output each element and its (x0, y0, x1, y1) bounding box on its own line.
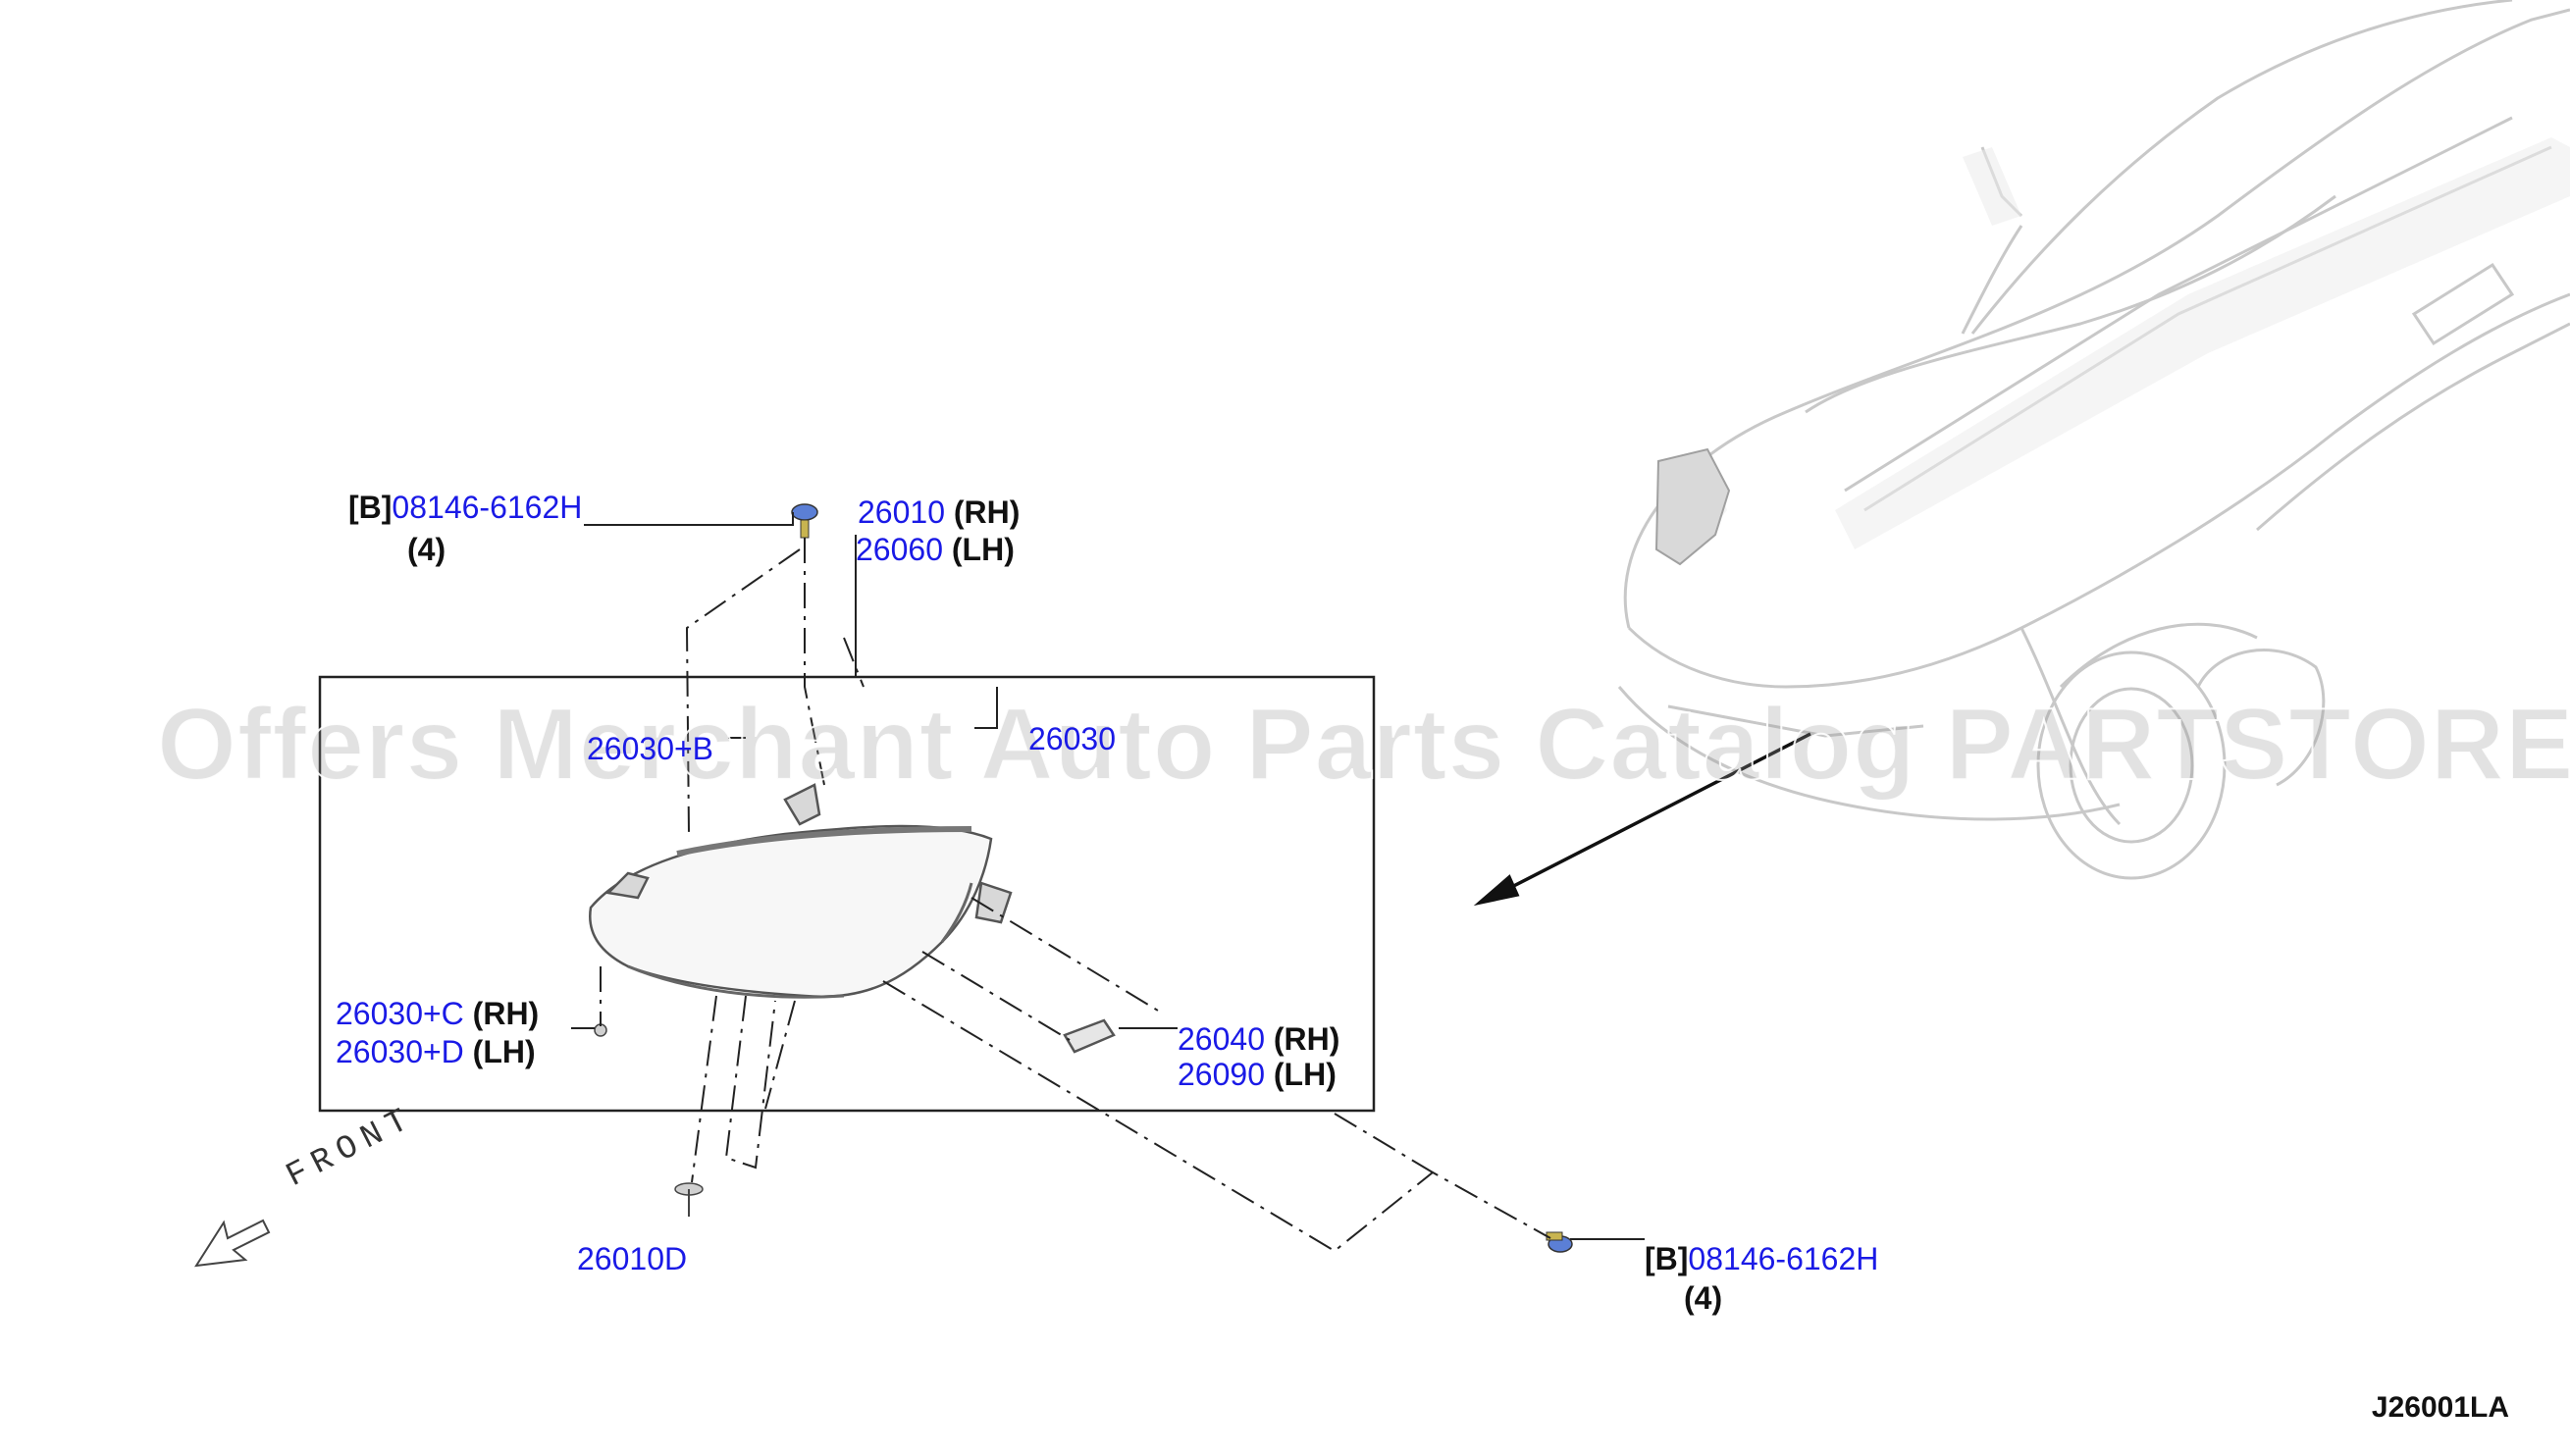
watermark: Offers Merchant Auto Parts Catalog PARTS… (156, 687, 2570, 803)
diagram-code: J26001LA (2371, 1391, 2509, 1424)
headlamp-assembly (589, 783, 1013, 999)
assembly-lines (600, 538, 1551, 1253)
headlight-highlight-on-vehicle (1654, 447, 1731, 566)
bottom-part-link[interactable]: 26010D (577, 1241, 688, 1276)
front-arrow (194, 1219, 271, 1268)
bolt-bottom-qty: (4) (1684, 1280, 1723, 1316)
bolt-top-part-link[interactable]: 08146-6162H (392, 490, 583, 525)
callout-housing-rh: 26010 (RH) (858, 495, 1020, 529)
bolt-top-tag: [B] (348, 490, 393, 525)
lower-left-rh-side: (RH) (472, 996, 540, 1031)
leader-lines (571, 512, 1645, 1240)
callout-bolt-top: [B]08146-6162H (348, 491, 582, 524)
callout-bottom: 26010D (577, 1242, 687, 1275)
callout-bolt-bottom: [B]08146-6162H (1645, 1242, 1878, 1275)
fastener-bottom (1546, 1231, 1573, 1253)
inner-right-part-link[interactable]: 26030 (1028, 721, 1116, 756)
screw-26010D (674, 1182, 704, 1217)
callout-housing-lh: 26060 (LH) (856, 533, 1015, 566)
callout-bracket-lh: 26090 (LH) (1178, 1058, 1337, 1091)
callout-lower-left-lh: 26030+D (LH) (336, 1035, 536, 1068)
bracket-rh-side: (RH) (1273, 1021, 1340, 1057)
bracket-lh-part-link[interactable]: 26090 (1178, 1057, 1265, 1092)
detail-pointer-arrow (1473, 732, 1811, 907)
callout-lower-left-rh: 26030+C (RH) (336, 997, 539, 1030)
bolt-bottom-part-link[interactable]: 08146-6162H (1688, 1241, 1879, 1276)
vehicle-shading (1658, 137, 2570, 559)
lower-left-lh-part-link[interactable]: 26030+D (336, 1034, 464, 1069)
housing-lh-side: (LH) (951, 532, 1015, 567)
lower-left-rh-part-link[interactable]: 26030+C (336, 996, 464, 1031)
fastener-top (791, 503, 818, 539)
detail-frame (318, 675, 1376, 1113)
callout-inner-left: 26030+B (587, 732, 713, 765)
bracket-rh-part-link[interactable]: 26040 (1178, 1021, 1265, 1057)
housing-lh-part-link[interactable]: 26060 (856, 532, 943, 567)
lower-left-lh-side: (LH) (472, 1034, 536, 1069)
housing-rh-side: (RH) (953, 494, 1021, 530)
housing-rh-part-link[interactable]: 26010 (858, 494, 945, 530)
bolt-bottom-tag: [B] (1645, 1241, 1689, 1276)
side-bracket (1063, 1018, 1116, 1054)
callout-bracket-rh: 26040 (RH) (1178, 1022, 1339, 1056)
inner-left-part-link[interactable]: 26030+B (587, 731, 714, 766)
callout-inner-right: 26030 (1028, 722, 1116, 755)
bracket-lh-side: (LH) (1273, 1057, 1337, 1092)
bolt-top-qty: (4) (407, 532, 446, 567)
